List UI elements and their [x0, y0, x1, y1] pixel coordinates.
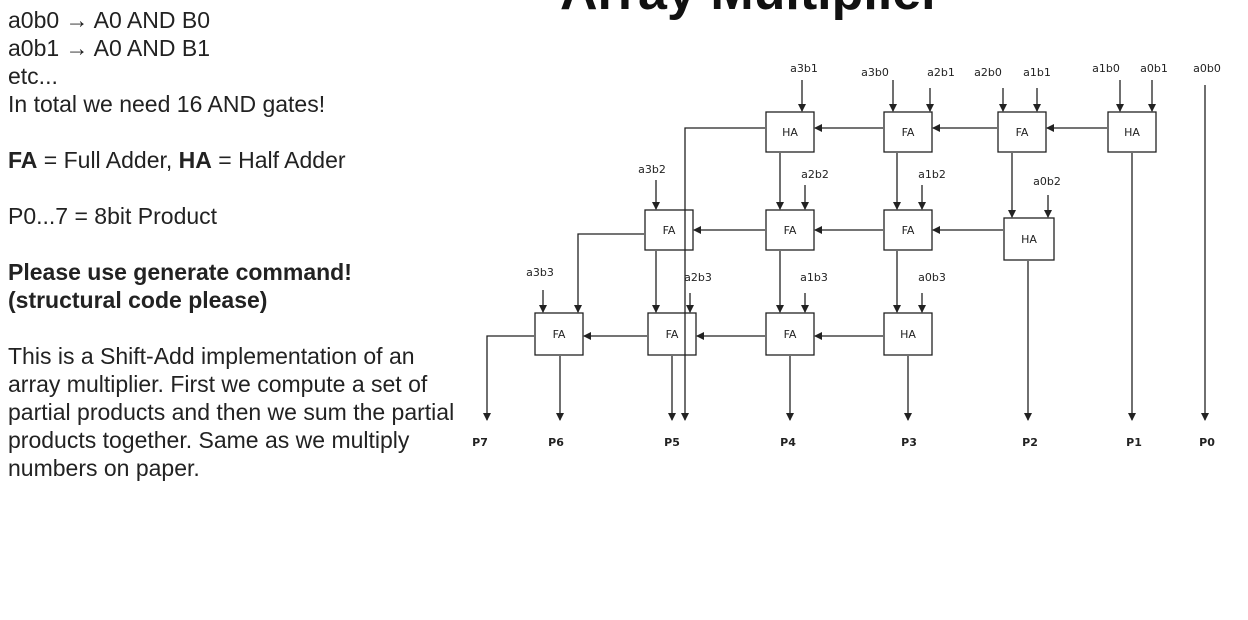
- note-line-4: In total we need 16 AND gates!: [8, 91, 326, 117]
- request-line-1: Please use generate command!: [8, 259, 352, 285]
- output-label-p5: P5: [664, 436, 680, 449]
- row1-fa-block-2: [883, 111, 933, 153]
- output-label-p4: P4: [780, 436, 796, 449]
- ha-abbrev: HA: [178, 147, 212, 173]
- input-label-a3b3: a3b3: [526, 266, 554, 279]
- page-title: Array Multiplier: [560, 0, 941, 18]
- input-label-a2b0: a2b0: [974, 66, 1002, 79]
- row1-block-label-3: FA: [1016, 126, 1029, 139]
- description-paragraph: This is a Shift-Add implementation of an…: [8, 343, 455, 481]
- row3-ha-block-4: [883, 312, 933, 356]
- input-label-a2b2: a2b2: [801, 168, 829, 181]
- input-label-a3b1: a3b1: [790, 62, 818, 75]
- row2-fa-block-2: [765, 209, 815, 251]
- row3-fa-block-3: [765, 312, 815, 356]
- output-label-p2: P2: [1022, 436, 1038, 449]
- row2-block-label-4: HA: [1021, 233, 1037, 246]
- ha-definition: = Half Adder: [211, 147, 346, 173]
- carry-to-p7: [681, 127, 765, 421]
- row3-fa-block-2: [647, 312, 697, 356]
- output-label-p7: P7: [472, 436, 488, 449]
- input-label-a1b3: a1b3: [800, 271, 828, 284]
- output-label-p1: P1: [1126, 436, 1142, 449]
- row3-block-label-2: FA: [666, 328, 679, 341]
- row2-block-label-3: FA: [902, 224, 915, 237]
- input-label-a2b1: a2b1: [927, 66, 955, 79]
- input-label-a1b0: a1b0: [1092, 62, 1120, 75]
- note-line-1: a0b0 → A0 AND B0: [8, 7, 211, 33]
- fa-definition: = Full Adder,: [37, 147, 179, 173]
- output-label-p6: P6: [548, 436, 564, 449]
- row2-block-label-2: FA: [784, 224, 797, 237]
- legend-line: FA = Full Adder, HA = Half Adder: [8, 146, 458, 174]
- output-label-p3: P3: [901, 436, 917, 449]
- input-label-a3b2: a3b2: [638, 163, 666, 176]
- row3-block-label-1: FA: [553, 328, 566, 341]
- fa-abbrev: FA: [8, 147, 38, 173]
- row1-block-label-4: HA: [1124, 126, 1140, 139]
- notes-panel: a0b0 → A0 AND B0 a0b1 → A0 AND B1 etc...…: [8, 6, 458, 482]
- row1-ha-block-1: [765, 111, 815, 153]
- row2-ha-block-4: [1003, 217, 1055, 261]
- row1-block-label-2: FA: [902, 126, 915, 139]
- row1-block-label-1: HA: [782, 126, 798, 139]
- input-label-a0b2: a0b2: [1033, 175, 1061, 188]
- input-label-a0b0: a0b0: [1193, 62, 1221, 75]
- row3-block-label-3: FA: [784, 328, 797, 341]
- input-label-a1b1: a1b1: [1023, 66, 1051, 79]
- input-label-a2b3: a2b3: [684, 271, 712, 284]
- row1-ha-block-4: [1107, 111, 1157, 153]
- product-line: P0...7 = 8bit Product: [8, 203, 218, 229]
- row3-block-label-4: HA: [900, 328, 916, 341]
- input-label-a0b1: a0b1: [1140, 62, 1168, 75]
- input-label-a0b3: a0b3: [918, 271, 946, 284]
- input-label-a1b2: a1b2: [918, 168, 946, 181]
- request-line-2: (structural code please): [8, 287, 268, 313]
- row3-fa-block-1: [534, 312, 584, 356]
- note-line-3: etc...: [8, 63, 58, 89]
- row1-fa-block-3: [997, 111, 1047, 153]
- input-label-a3b0: a3b0: [861, 66, 889, 79]
- note-line-2: a0b1 → A0 AND B1: [8, 35, 211, 61]
- row2-block-label-1: FA: [663, 224, 676, 237]
- output-label-p0: P0: [1199, 436, 1215, 449]
